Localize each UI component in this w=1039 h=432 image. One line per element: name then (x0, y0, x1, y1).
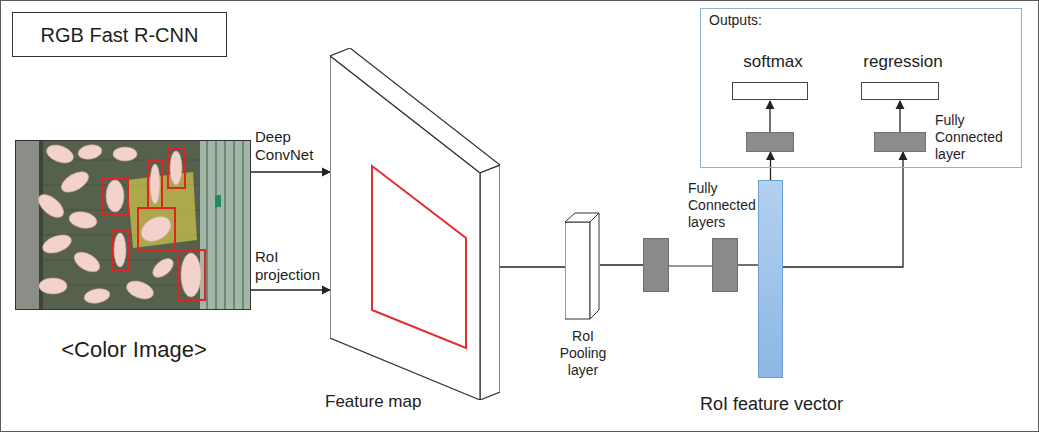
roi-feature-vector: RoI feature vector (758, 180, 783, 378)
edge-label-holder: Deep ConvNet (255, 128, 329, 164)
output-vector (861, 82, 939, 100)
edge-label-holder: RoI projection (255, 248, 329, 284)
text-holder: Fully Connected layers (688, 180, 764, 230)
output-vector (732, 82, 808, 100)
roi-pooling-layer: RoI Pooling layer (565, 212, 600, 320)
slab-face (330, 56, 480, 400)
pooling-box (565, 212, 600, 320)
node-label: Outputs: (709, 12, 762, 29)
node-label: softmax (725, 52, 821, 72)
text-holder: softmax (725, 52, 821, 72)
node-label: RoI feature vector (669, 394, 874, 416)
edge-label: Deep ConvNet (255, 128, 329, 164)
feature-map-slab (330, 48, 500, 400)
box-face (590, 213, 599, 319)
connector (251, 289, 330, 290)
connector (600, 264, 643, 265)
slab-face (480, 165, 500, 400)
feature-map: Feature map (330, 48, 500, 400)
fc-layer-box (643, 238, 669, 292)
fc-layer-box (874, 132, 926, 152)
connector (770, 152, 771, 180)
connector (783, 152, 903, 267)
edge-label: RoI projection (255, 248, 329, 284)
box-face (565, 222, 590, 319)
arrow-line (769, 101, 770, 132)
text-holder: Feature map (325, 392, 421, 412)
title-box: RGB Fast R-CNN (12, 12, 227, 57)
fully-connected-layers: Fully Connected layers (643, 238, 738, 292)
node-label: RoI Pooling layer (553, 328, 613, 378)
text-holder: RoI feature vector (669, 394, 874, 416)
fc-line (669, 265, 712, 266)
layer-label: Fully Connected layer (935, 112, 1015, 162)
text-holder: RoI Pooling layer (553, 328, 613, 378)
node-label: RGB Fast R-CNN (41, 23, 199, 47)
node-label: Fully Connected layers (688, 180, 764, 230)
pig-pen-photo (15, 140, 251, 310)
label-holder: Fully Connected layer (935, 112, 1015, 162)
arrow-line (899, 101, 900, 132)
node-label: Feature map (325, 392, 421, 412)
text-holder: RGB Fast R-CNN (13, 13, 226, 56)
softmax-output: softmax (725, 52, 821, 152)
connector (500, 266, 565, 267)
roi-region (372, 166, 466, 348)
text-holder: <Color Image> (0, 337, 292, 363)
node-label: <Color Image> (0, 337, 292, 363)
connector (738, 264, 758, 265)
connector (251, 171, 330, 172)
text-holder: Outputs: (709, 12, 762, 29)
node-label: regression (850, 52, 956, 72)
fc-layer-box (712, 238, 738, 292)
fc-layer-box (746, 132, 794, 152)
color-image: <Color Image> (15, 140, 251, 310)
text-holder: regression (850, 52, 956, 72)
